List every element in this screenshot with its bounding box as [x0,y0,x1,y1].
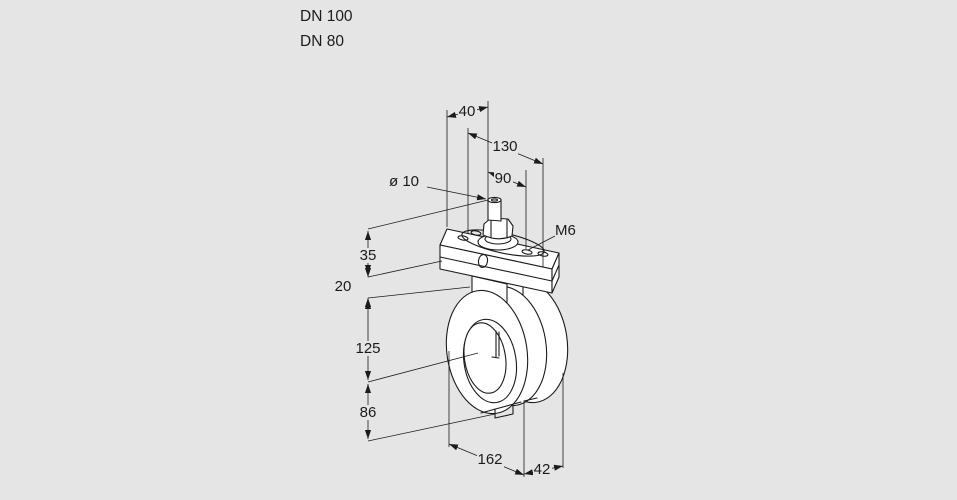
leader-m6 [527,235,556,251]
dim-label-40: 40 [458,103,477,120]
dim-label-42-bg [533,462,552,477]
flange-hole-m6 [521,249,533,255]
dim-label-m6: M6 [555,222,576,239]
body-bottom-tangents [480,397,538,414]
stem-gland-facets [490,217,508,239]
valve-body [445,275,569,419]
dim-label-162-text: 162 [477,451,502,468]
extension-lines-left [367,199,496,442]
dim-label-90-text: 90 [495,170,512,187]
flange-divider-line [439,256,560,282]
body-bottom-tab [494,404,514,419]
extension-lines-bottom [448,351,564,477]
dim-label-86: 86 [359,404,378,421]
dn-100-label: DN 100 [300,8,353,25]
stem-shaft-top-detail [490,198,499,202]
dim-label-125: 125 [355,340,382,357]
dim-label-20: 20 [335,278,352,295]
flange-hole-left-front [457,235,469,241]
dim-label-35-bg [359,248,378,263]
dim-label-162-bg [477,452,504,467]
dim-label-dia10: ø 10 [389,173,419,190]
dim-label-86-text: 86 [360,404,377,421]
dim-label-86-bg [359,405,378,420]
dim-label-40-bg [458,104,477,119]
dim-label-130-bg [492,139,518,154]
dn-80-label: DN 80 [300,33,344,50]
dim-label-42-text: 42 [534,461,551,478]
flange-hole-left-back [470,230,482,236]
flange-front-hole [477,253,489,269]
dim-label-35: 35 [359,247,378,264]
dim-label-125-text: 125 [355,340,380,357]
dim-label-162: 162 [477,451,504,468]
dim-label-42: 42 [533,461,552,478]
butterfly-disc-edge [491,330,500,359]
leader-dia10 [426,186,487,201]
dim-label-35-text: 35 [360,247,377,264]
valve-stem [477,196,519,251]
dim-label-40-text: 40 [459,103,476,120]
dim-label-90: 90 [494,170,513,187]
dimension-annotations: 40 130 90 ø 10 M6 35 20 125 86 162 [335,101,576,478]
dim-label-90-bg [494,171,513,186]
dim-label-125-bg [355,341,382,356]
stem-shaft-top [487,196,502,204]
dim-label-130-text: 130 [492,138,517,155]
dim-label-130: 130 [492,138,518,155]
